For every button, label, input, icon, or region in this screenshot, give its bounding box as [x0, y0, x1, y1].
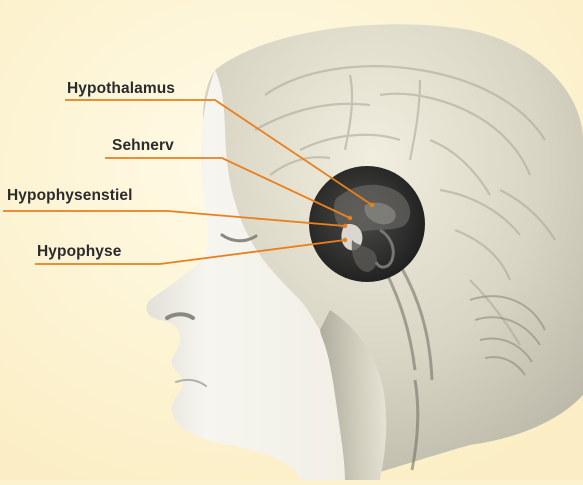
- label-hypophysenstiel: Hypophysenstiel: [7, 187, 133, 205]
- label-sehnerv: Sehnerv: [112, 137, 174, 155]
- label-hypophyse: Hypophyse: [37, 243, 121, 261]
- label-hypothalamus: Hypothalamus: [67, 80, 175, 98]
